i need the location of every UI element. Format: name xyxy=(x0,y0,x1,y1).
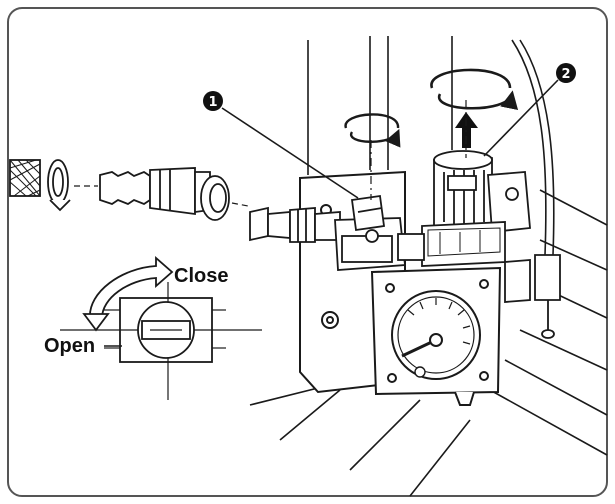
close-label: Close xyxy=(174,265,228,287)
callout-icon: 2 xyxy=(556,63,576,83)
center-lines xyxy=(370,100,467,200)
rotate-arrow-icon xyxy=(344,113,401,148)
hose-coupler xyxy=(9,159,249,221)
machine-frame xyxy=(249,36,608,497)
callout-number: 1 xyxy=(208,95,217,110)
open-label: Open xyxy=(44,335,95,357)
pressure-gauge xyxy=(370,266,502,406)
callout-icon: 1 xyxy=(203,91,223,111)
valve-handle-inset xyxy=(60,282,262,400)
callout-number: 2 xyxy=(561,67,570,82)
inlet-connector xyxy=(249,206,341,243)
regulator xyxy=(397,150,561,339)
leader-lines xyxy=(221,79,559,199)
rotate-arrow-icon xyxy=(430,68,519,111)
rotate-arrow-icon xyxy=(82,256,174,332)
